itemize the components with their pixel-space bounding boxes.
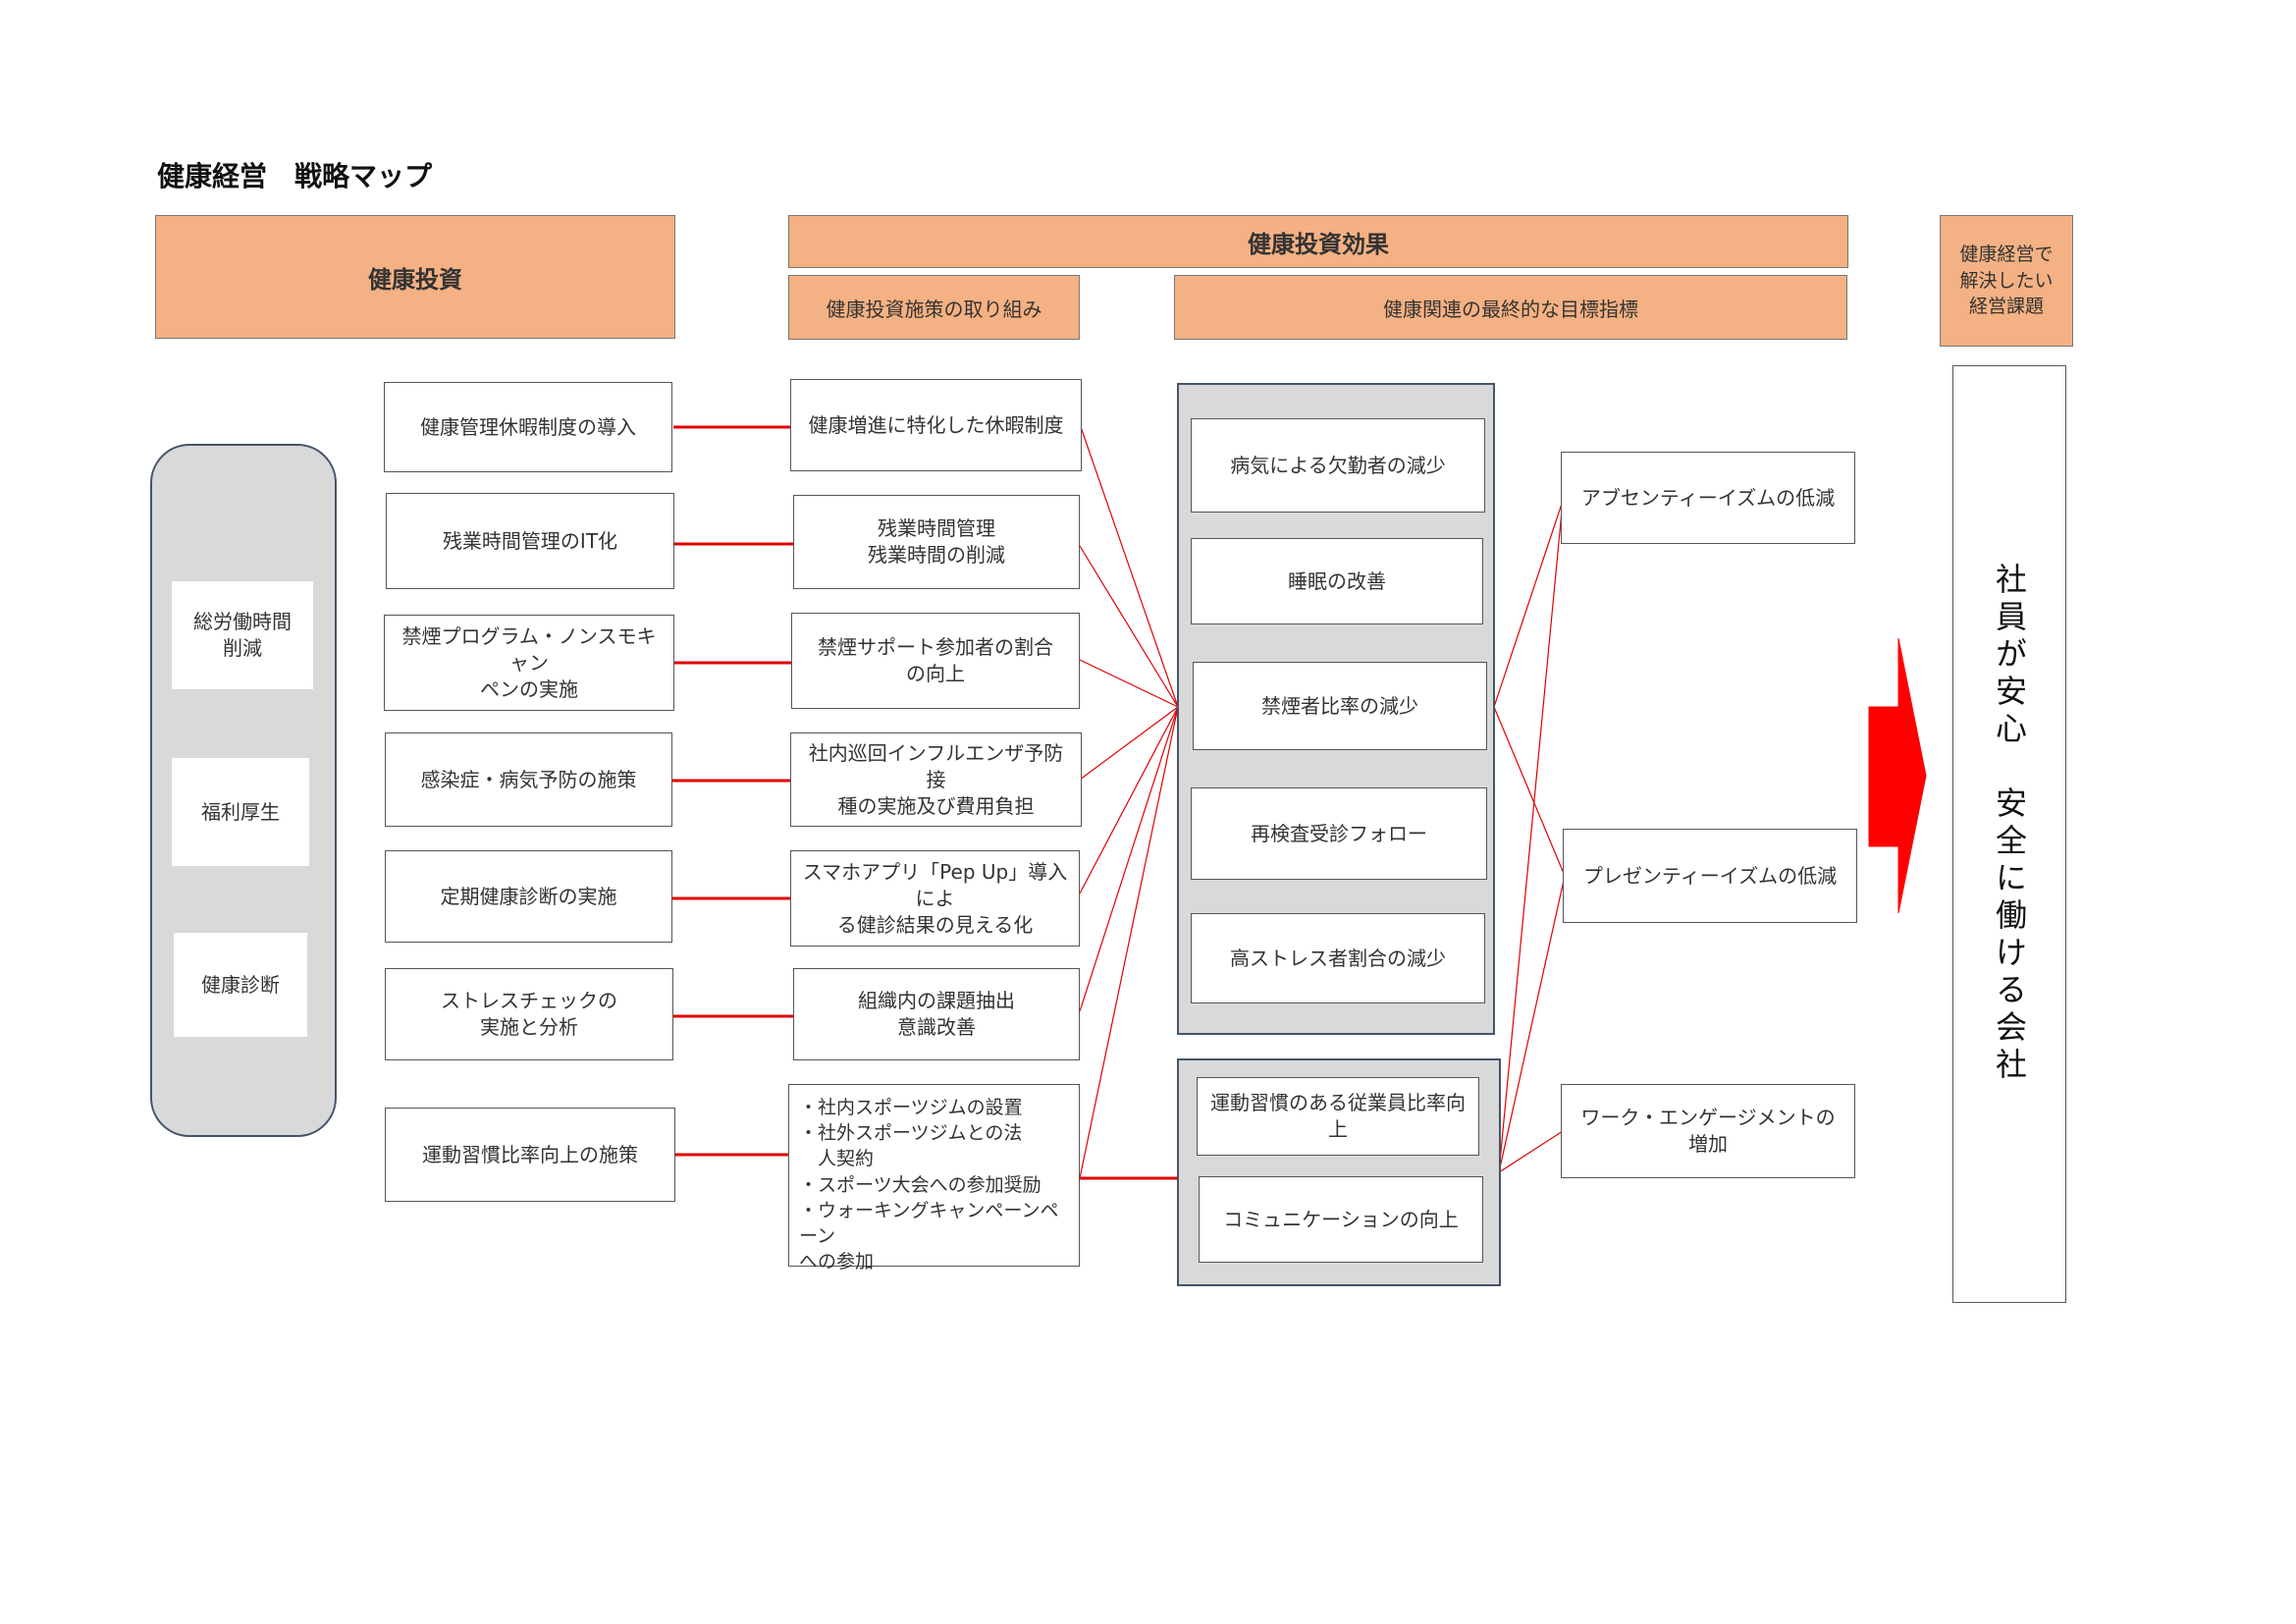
measure-item: 組織内の課題抽出 意識改善 xyxy=(793,968,1080,1060)
measure-list-line: ・社外スポーツジムとの法 xyxy=(799,1122,1023,1145)
measure-item: 残業時間管理 残業時間の削減 xyxy=(793,495,1080,589)
investment-item: 感染症・病気予防の施策 xyxy=(385,732,672,827)
investment-item: 禁煙プログラム・ノンスモキャン ペンの実施 xyxy=(384,615,674,711)
investment-item: 定期健康診断の実施 xyxy=(385,850,672,943)
goal-item: 高ストレス者割合の減少 xyxy=(1191,913,1485,1003)
measure-list-line: ・スポーツ大会への参加奨励 xyxy=(799,1173,1041,1196)
side-item-health-check: 健康診断 xyxy=(174,933,307,1037)
side-item-welfare: 福利厚生 xyxy=(172,758,309,866)
investment-item: ストレスチェックの 実施と分析 xyxy=(385,968,673,1060)
final-arrow xyxy=(1868,637,1927,914)
final-goal-text: 社員が安心 安全に働ける会社 xyxy=(1991,563,2028,1085)
goal-item: 再検査受診フォロー xyxy=(1191,787,1487,880)
goal-item: 運動習慣のある従業員比率向上 xyxy=(1197,1077,1479,1156)
goal-outcome-links xyxy=(1493,500,1566,1173)
header-goals: 健康関連の最終的な目標指標 xyxy=(1174,275,1847,340)
investment-item: 運動習慣比率向上の施策 xyxy=(385,1108,675,1202)
goal-item: 禁煙者比率の減少 xyxy=(1193,662,1487,750)
final-goal-box: 社員が安心 安全に働ける会社 xyxy=(1952,365,2066,1303)
investment-item: 健康管理休暇制度の導入 xyxy=(384,382,672,472)
measure-item: スマホアプリ「Pep Up」導入によ る健診結果の見える化 xyxy=(790,850,1080,947)
goal-item: 病気による欠勤者の減少 xyxy=(1191,418,1485,513)
measure-goal-links xyxy=(1079,423,1179,1179)
investment-measure-links xyxy=(672,425,1177,1180)
header-investment: 健康投資 xyxy=(155,215,675,339)
measure-item: 健康増進に特化した休暇制度 xyxy=(790,379,1082,471)
outcome-item: ワーク・エンゲージメントの増加 xyxy=(1561,1084,1855,1178)
measure-list-line: ・社内スポーツジムの設置 xyxy=(799,1097,1023,1118)
header-issues: 健康経営で 解決したい 経営課題 xyxy=(1940,215,2073,347)
investment-item: 残業時間管理のIT化 xyxy=(386,493,674,589)
measure-list-line: への参加 xyxy=(799,1251,875,1273)
outcome-item: アブセンティーイズムの低減 xyxy=(1561,452,1855,544)
measure-list-line: 人契約 xyxy=(799,1148,875,1170)
measure-item: 社内巡回インフルエンザ予防接 種の実施及び費用負担 xyxy=(790,732,1082,827)
page-title: 健康経営 戦略マップ xyxy=(157,160,433,192)
side-item-working-hours: 総労働時間 削減 xyxy=(172,581,313,689)
header-effect: 健康投資効果 xyxy=(788,215,1848,268)
measure-list-line: ・ウォーキングキャンペーンペーン xyxy=(799,1199,1059,1248)
goal-item: 睡眠の改善 xyxy=(1191,538,1483,624)
header-measures: 健康投資施策の取り組み xyxy=(788,275,1080,340)
outcome-item: プレゼンティーイズムの低減 xyxy=(1563,829,1857,923)
goal-item: コミュニケーションの向上 xyxy=(1199,1176,1483,1263)
measure-item: 禁煙サポート参加者の割合 の向上 xyxy=(791,613,1080,709)
measure-list-sports: ・社内スポーツジムの設置 ・社外スポーツジムとの法 人契約 ・スポーツ大会への参… xyxy=(788,1084,1080,1272)
